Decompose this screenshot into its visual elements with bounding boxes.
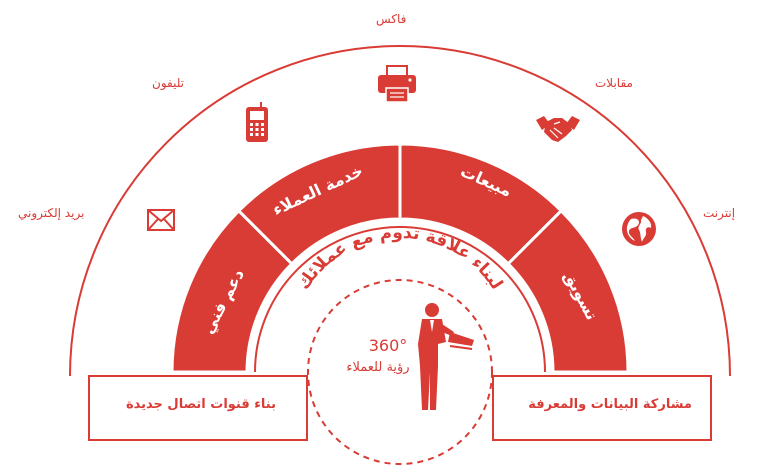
center-dashed-circle [307, 279, 493, 465]
box-data-sharing-label: مشاركة البيانات والمعرفة [528, 397, 692, 412]
segments-ring [170, 142, 630, 374]
envelope-icon [147, 209, 175, 231]
channel-label-meetings: مقابلات [595, 76, 633, 90]
printer-icon [378, 65, 416, 103]
outer-arc [69, 45, 731, 377]
center-degree: 360° [369, 336, 408, 355]
box-new-channels: بناء قنوات اتصال جديدة [88, 375, 308, 441]
channel-label-fax: فاكس [376, 12, 407, 26]
globe-icon [622, 212, 656, 246]
mobile-phone-icon [246, 102, 268, 142]
center-caption: رؤية للعملاء [346, 360, 409, 375]
inner-arc [254, 226, 546, 373]
segment-marketing [506, 208, 630, 374]
channel-label-internet: إنترنت [703, 206, 736, 220]
channel-label-email: بريد إلكتروني [18, 206, 85, 220]
businessman-icon [418, 303, 474, 410]
handshake-icon [536, 116, 580, 142]
channel-label-phone: تليفون [152, 76, 185, 90]
box-data-sharing: مشاركة البيانات والمعرفة [492, 375, 712, 441]
box-new-channels-label: بناء قنوات اتصال جديدة [125, 397, 276, 412]
